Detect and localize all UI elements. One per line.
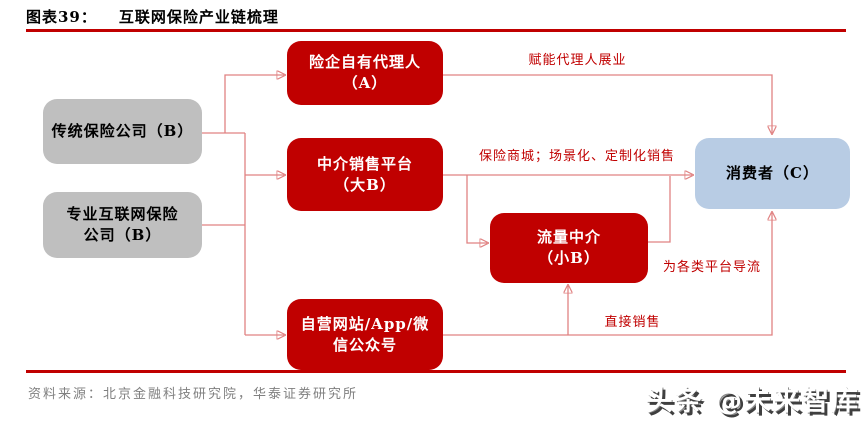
node-consumer-label: 消费者（C）: [726, 164, 819, 182]
top-rule-divider: [26, 29, 846, 32]
figure-label: 图表39：: [26, 8, 97, 26]
watermark: 头条 @未来智库: [645, 386, 860, 417]
edge-to-own-agents: [224, 75, 284, 133]
node-intermediary-platform-line1: 中介销售平台: [316, 154, 413, 173]
node-professional-internet-insurer-line1: 专业互联网保险: [66, 205, 179, 223]
edge-selfop-to-consumer: [443, 213, 772, 336]
edge-traffic-to-consumer-join: [648, 176, 671, 243]
edge-label-empower-agents: 赋能代理人展业: [528, 53, 627, 68]
node-traditional-insurer: 传统保险公司（B）: [43, 99, 202, 164]
node-self-operated-channels: 自营网站/App/微信公众号: [287, 299, 443, 370]
bottom-rule-divider: [26, 370, 846, 373]
node-traditional-insurer-label: 传统保险公司（B）: [51, 122, 194, 140]
node-professional-internet-insurer-line2: 公司（B）: [83, 226, 162, 244]
node-traffic-intermediary: 流量中介 （小B）: [490, 213, 648, 283]
node-intermediary-platform: 中介销售平台 （大B）: [287, 138, 443, 211]
edge-label-direct-sales: 直接销售: [604, 315, 661, 330]
node-traffic-intermediary-line2: （小B）: [538, 249, 600, 267]
node-own-agents-line2: （A）: [342, 74, 388, 92]
figure-title: 互联网保险产业链梳理: [118, 8, 279, 26]
node-traffic-intermediary-line1: 流量中介: [536, 228, 601, 246]
node-own-agents: 险企自有代理人 （A）: [287, 41, 443, 105]
edge-platform-to-traffic: [466, 175, 487, 243]
node-professional-internet-insurer: 专业互联网保险 公司（B）: [43, 192, 202, 258]
edge-agents-to-consumer: [443, 74, 772, 133]
edge-label-divert-traffic: 为各类平台导流: [662, 260, 761, 275]
node-self-operated-channels-label: 自营网站/App/微信公众号: [300, 314, 430, 354]
node-consumer: 消费者（C）: [695, 138, 850, 209]
node-own-agents-line1: 险企自有代理人: [308, 53, 421, 71]
edge-label-insurance-mall: 保险商城；场景化、定制化销售: [478, 149, 675, 164]
node-intermediary-platform-line2: （大B）: [334, 175, 396, 194]
figure-header: 图表39： 互联网保险产业链梳理: [26, 6, 279, 27]
source-note: 资料来源：北京金融科技研究院，华泰证券研究所: [28, 387, 359, 402]
